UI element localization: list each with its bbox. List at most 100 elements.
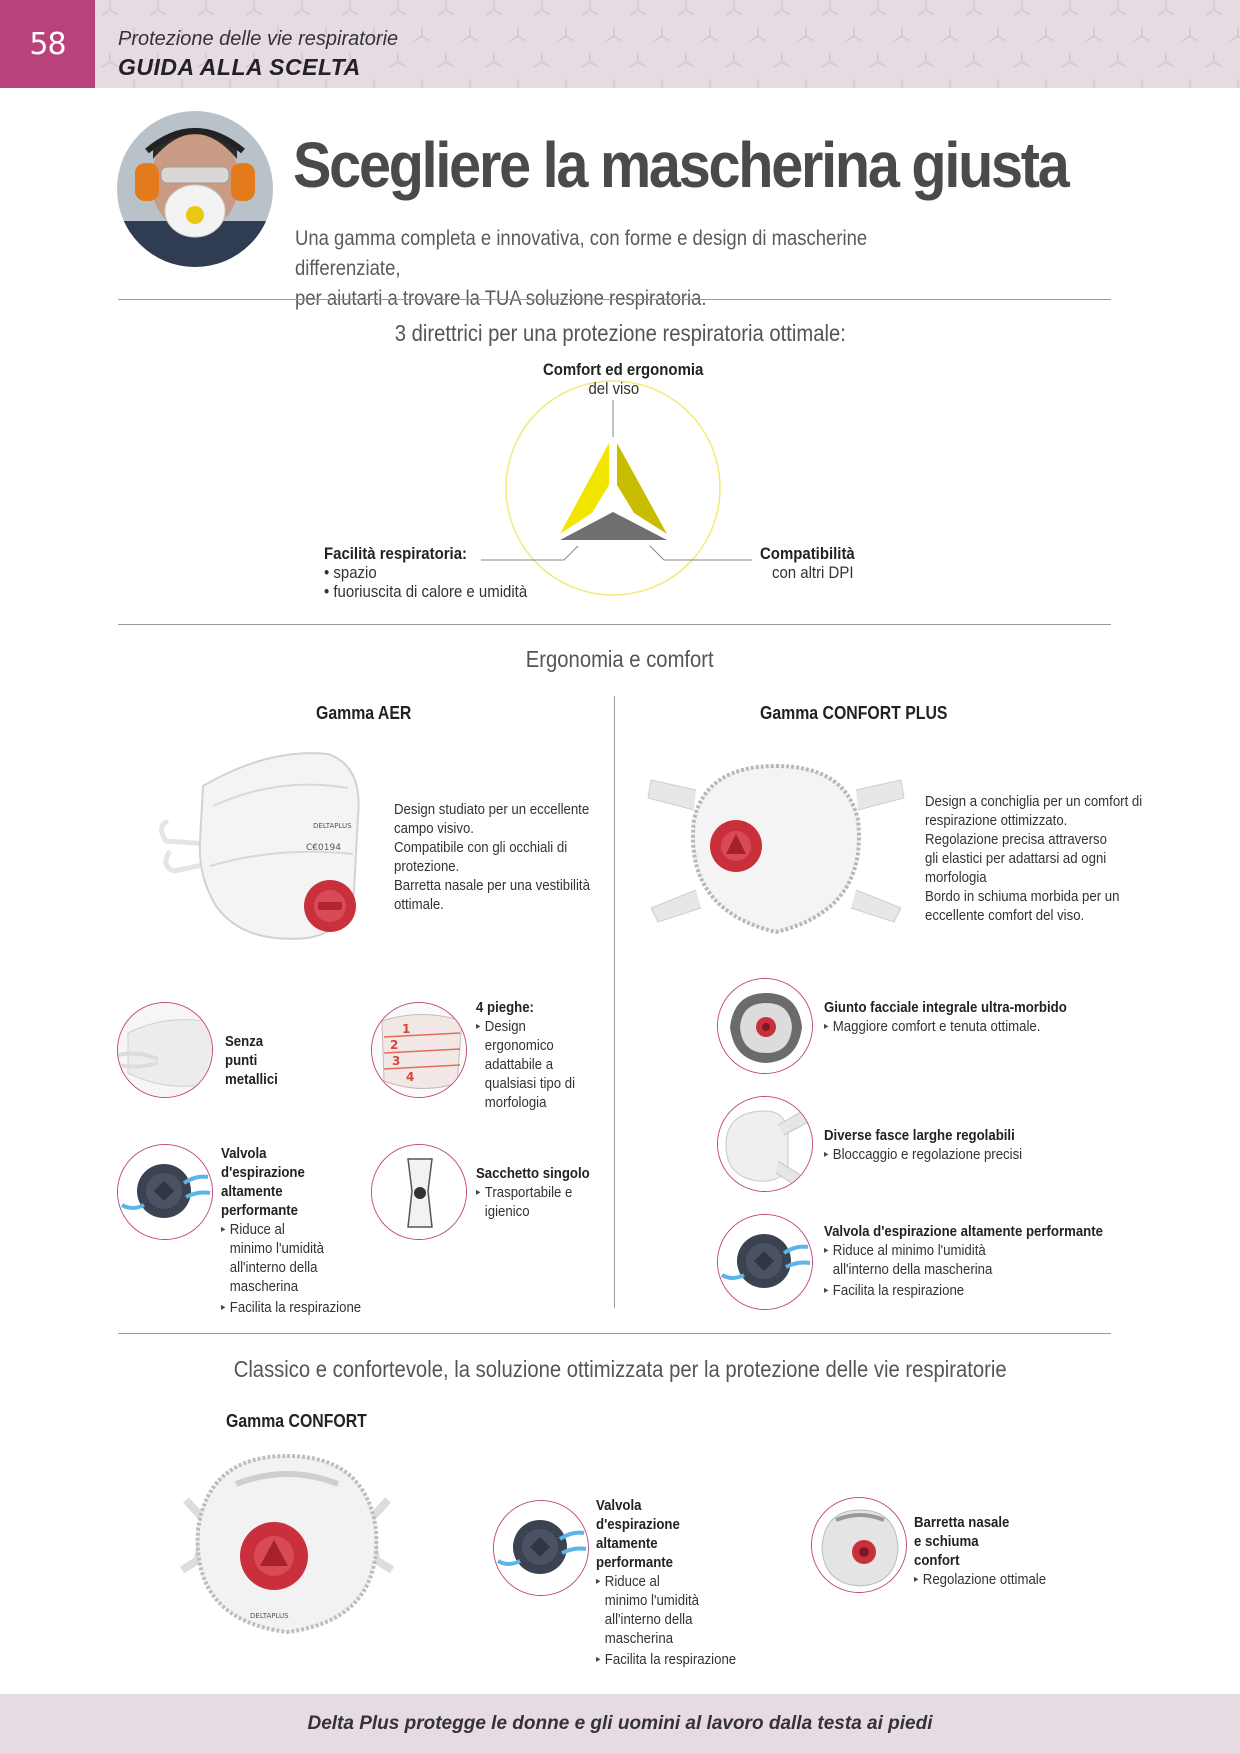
- pattern-glyph: [653, 26, 671, 42]
- pattern-glyph: [917, 52, 935, 68]
- pattern-glyph: [101, 0, 119, 16]
- aer-title: Gamma AER: [316, 703, 412, 723]
- pattern-glyph: [845, 78, 863, 88]
- pattern-glyph: [773, 52, 791, 68]
- pattern-glyph: [389, 0, 407, 16]
- pattern-glyph: [1181, 26, 1199, 42]
- pattern-glyph: [581, 0, 599, 16]
- triangle-gray-face: [560, 512, 667, 540]
- pattern-glyph: [941, 26, 959, 42]
- feature-single-bag: Sacchetto singolo Trasportabile e igieni…: [476, 1164, 606, 1221]
- page-header: 58 Protezione delle vie respiratorie GUI…: [0, 0, 1240, 88]
- pattern-glyph: [485, 52, 503, 68]
- divider: [118, 1333, 1111, 1334]
- feature-four-folds: 4 pieghe: Design ergonomico adattabile a…: [476, 998, 606, 1112]
- intro-text: Una gamma completa e innovativa, con for…: [295, 224, 964, 314]
- footer-slogan: Delta Plus protegge le donne e gli uomin…: [307, 1713, 933, 1734]
- connector-right: [649, 545, 752, 561]
- page-footer: Delta Plus protegge le donne e gli uomin…: [0, 1694, 1240, 1754]
- pattern-glyph: [989, 26, 1007, 42]
- nose-clip-icon: [811, 1497, 907, 1593]
- aer-mask-image: DELTAPLUS C€0194: [158, 746, 368, 946]
- pattern-glyph: [557, 26, 575, 42]
- header-title: GUIDA ALLA SCELTA: [118, 54, 361, 80]
- pattern-glyph: [629, 0, 647, 16]
- pattern-glyph: [845, 26, 863, 42]
- pattern-glyph: [365, 78, 383, 88]
- pattern-glyph: [701, 26, 719, 42]
- pattern-glyph: [149, 0, 167, 16]
- pattern-glyph: [1037, 26, 1055, 42]
- intro-line-2: per aiutarti a trovare la TUA soluzione …: [295, 287, 707, 310]
- pattern-glyph: [797, 26, 815, 42]
- page-number-box: 58: [0, 0, 95, 88]
- confort-plus-title: Gamma CONFORT PLUS: [760, 703, 948, 723]
- confort-title: Gamma CONFORT: [226, 1411, 367, 1431]
- pattern-glyph: [413, 26, 431, 42]
- feature-aer-valve: Valvola d'espirazione altamente performa…: [221, 1144, 371, 1317]
- feature-straps: Diverse fasce larghe regolabili Bloccagg…: [824, 1126, 1084, 1164]
- label-comfort: Comfort ed ergonomia del viso: [542, 360, 704, 398]
- connector-left: [481, 545, 579, 561]
- label-compatibility: Compatibilità con altri DPI: [760, 544, 855, 582]
- adjustable-straps-icon: [717, 1096, 813, 1192]
- pattern-glyph: [1085, 26, 1103, 42]
- pattern-glyph: [677, 52, 695, 68]
- pattern-glyph: [1205, 0, 1223, 16]
- confort-plus-mask-image: [646, 760, 906, 940]
- pattern-glyph: [509, 78, 527, 88]
- directions-heading: 3 direttrici per una protezione respirat…: [394, 320, 846, 346]
- pattern-glyph: [1013, 0, 1031, 16]
- pattern-glyph: [581, 52, 599, 68]
- svg-text:4: 4: [406, 1070, 414, 1084]
- pattern-glyph: [677, 0, 695, 16]
- pattern-glyph: [1133, 78, 1151, 88]
- pattern-glyph: [653, 78, 671, 88]
- divider: [118, 624, 1111, 625]
- pattern-glyph: [1205, 52, 1223, 68]
- pattern-glyph: [557, 78, 575, 88]
- pattern-glyph: [1013, 52, 1031, 68]
- page-title: Scegliere la mascherina giusta: [293, 129, 1070, 201]
- single-bag-icon: [371, 1144, 467, 1240]
- pattern-glyph: [1061, 0, 1079, 16]
- pattern-glyph: [293, 0, 311, 16]
- pattern-glyph: [989, 78, 1007, 88]
- pattern-glyph: [1109, 0, 1127, 16]
- exhalation-valve-icon: [117, 1144, 213, 1240]
- no-metal-clips-icon: [117, 1002, 213, 1098]
- pattern-glyph: [341, 0, 359, 16]
- pattern-glyph: [821, 52, 839, 68]
- pattern-glyph: [629, 52, 647, 68]
- exhalation-valve-icon: [717, 1214, 813, 1310]
- pattern-glyph: [1157, 0, 1175, 16]
- pattern-glyph: [197, 0, 215, 16]
- pattern-glyph: [605, 78, 623, 88]
- svg-text:DELTAPLUS: DELTAPLUS: [313, 822, 352, 830]
- confort-mask-image: DELTAPLUS: [176, 1450, 398, 1636]
- pattern-glyph: [965, 52, 983, 68]
- pattern-glyph: [821, 0, 839, 16]
- feature-no-metal: Senza punti metallici: [225, 1033, 278, 1088]
- pattern-glyph: [413, 78, 431, 88]
- pattern-glyph: [437, 0, 455, 16]
- ring: [505, 380, 721, 596]
- pattern-glyph: [389, 52, 407, 68]
- pattern-glyph: [869, 0, 887, 16]
- pattern-glyph: [437, 52, 455, 68]
- pattern-glyph: [533, 0, 551, 16]
- svg-text:DELTAPLUS: DELTAPLUS: [250, 1612, 289, 1620]
- pattern-glyph: [1109, 52, 1127, 68]
- directions-diagram: Comfort ed ergonomia del viso Facilità r…: [0, 360, 1240, 620]
- feature-nose-clip: Barretta nasale e schiuma confort Regola…: [914, 1513, 1064, 1589]
- intro-line-1: Una gamma completa e innovativa, con for…: [295, 227, 868, 280]
- pattern-glyph: [749, 26, 767, 42]
- pattern-glyph: [1037, 78, 1055, 88]
- pattern-glyph: [941, 78, 959, 88]
- pattern-glyph: [1229, 26, 1240, 42]
- pattern-glyph: [701, 78, 719, 88]
- pattern-glyph: [749, 78, 767, 88]
- classico-heading: Classico e confortevole, la soluzione ot…: [233, 1356, 1007, 1382]
